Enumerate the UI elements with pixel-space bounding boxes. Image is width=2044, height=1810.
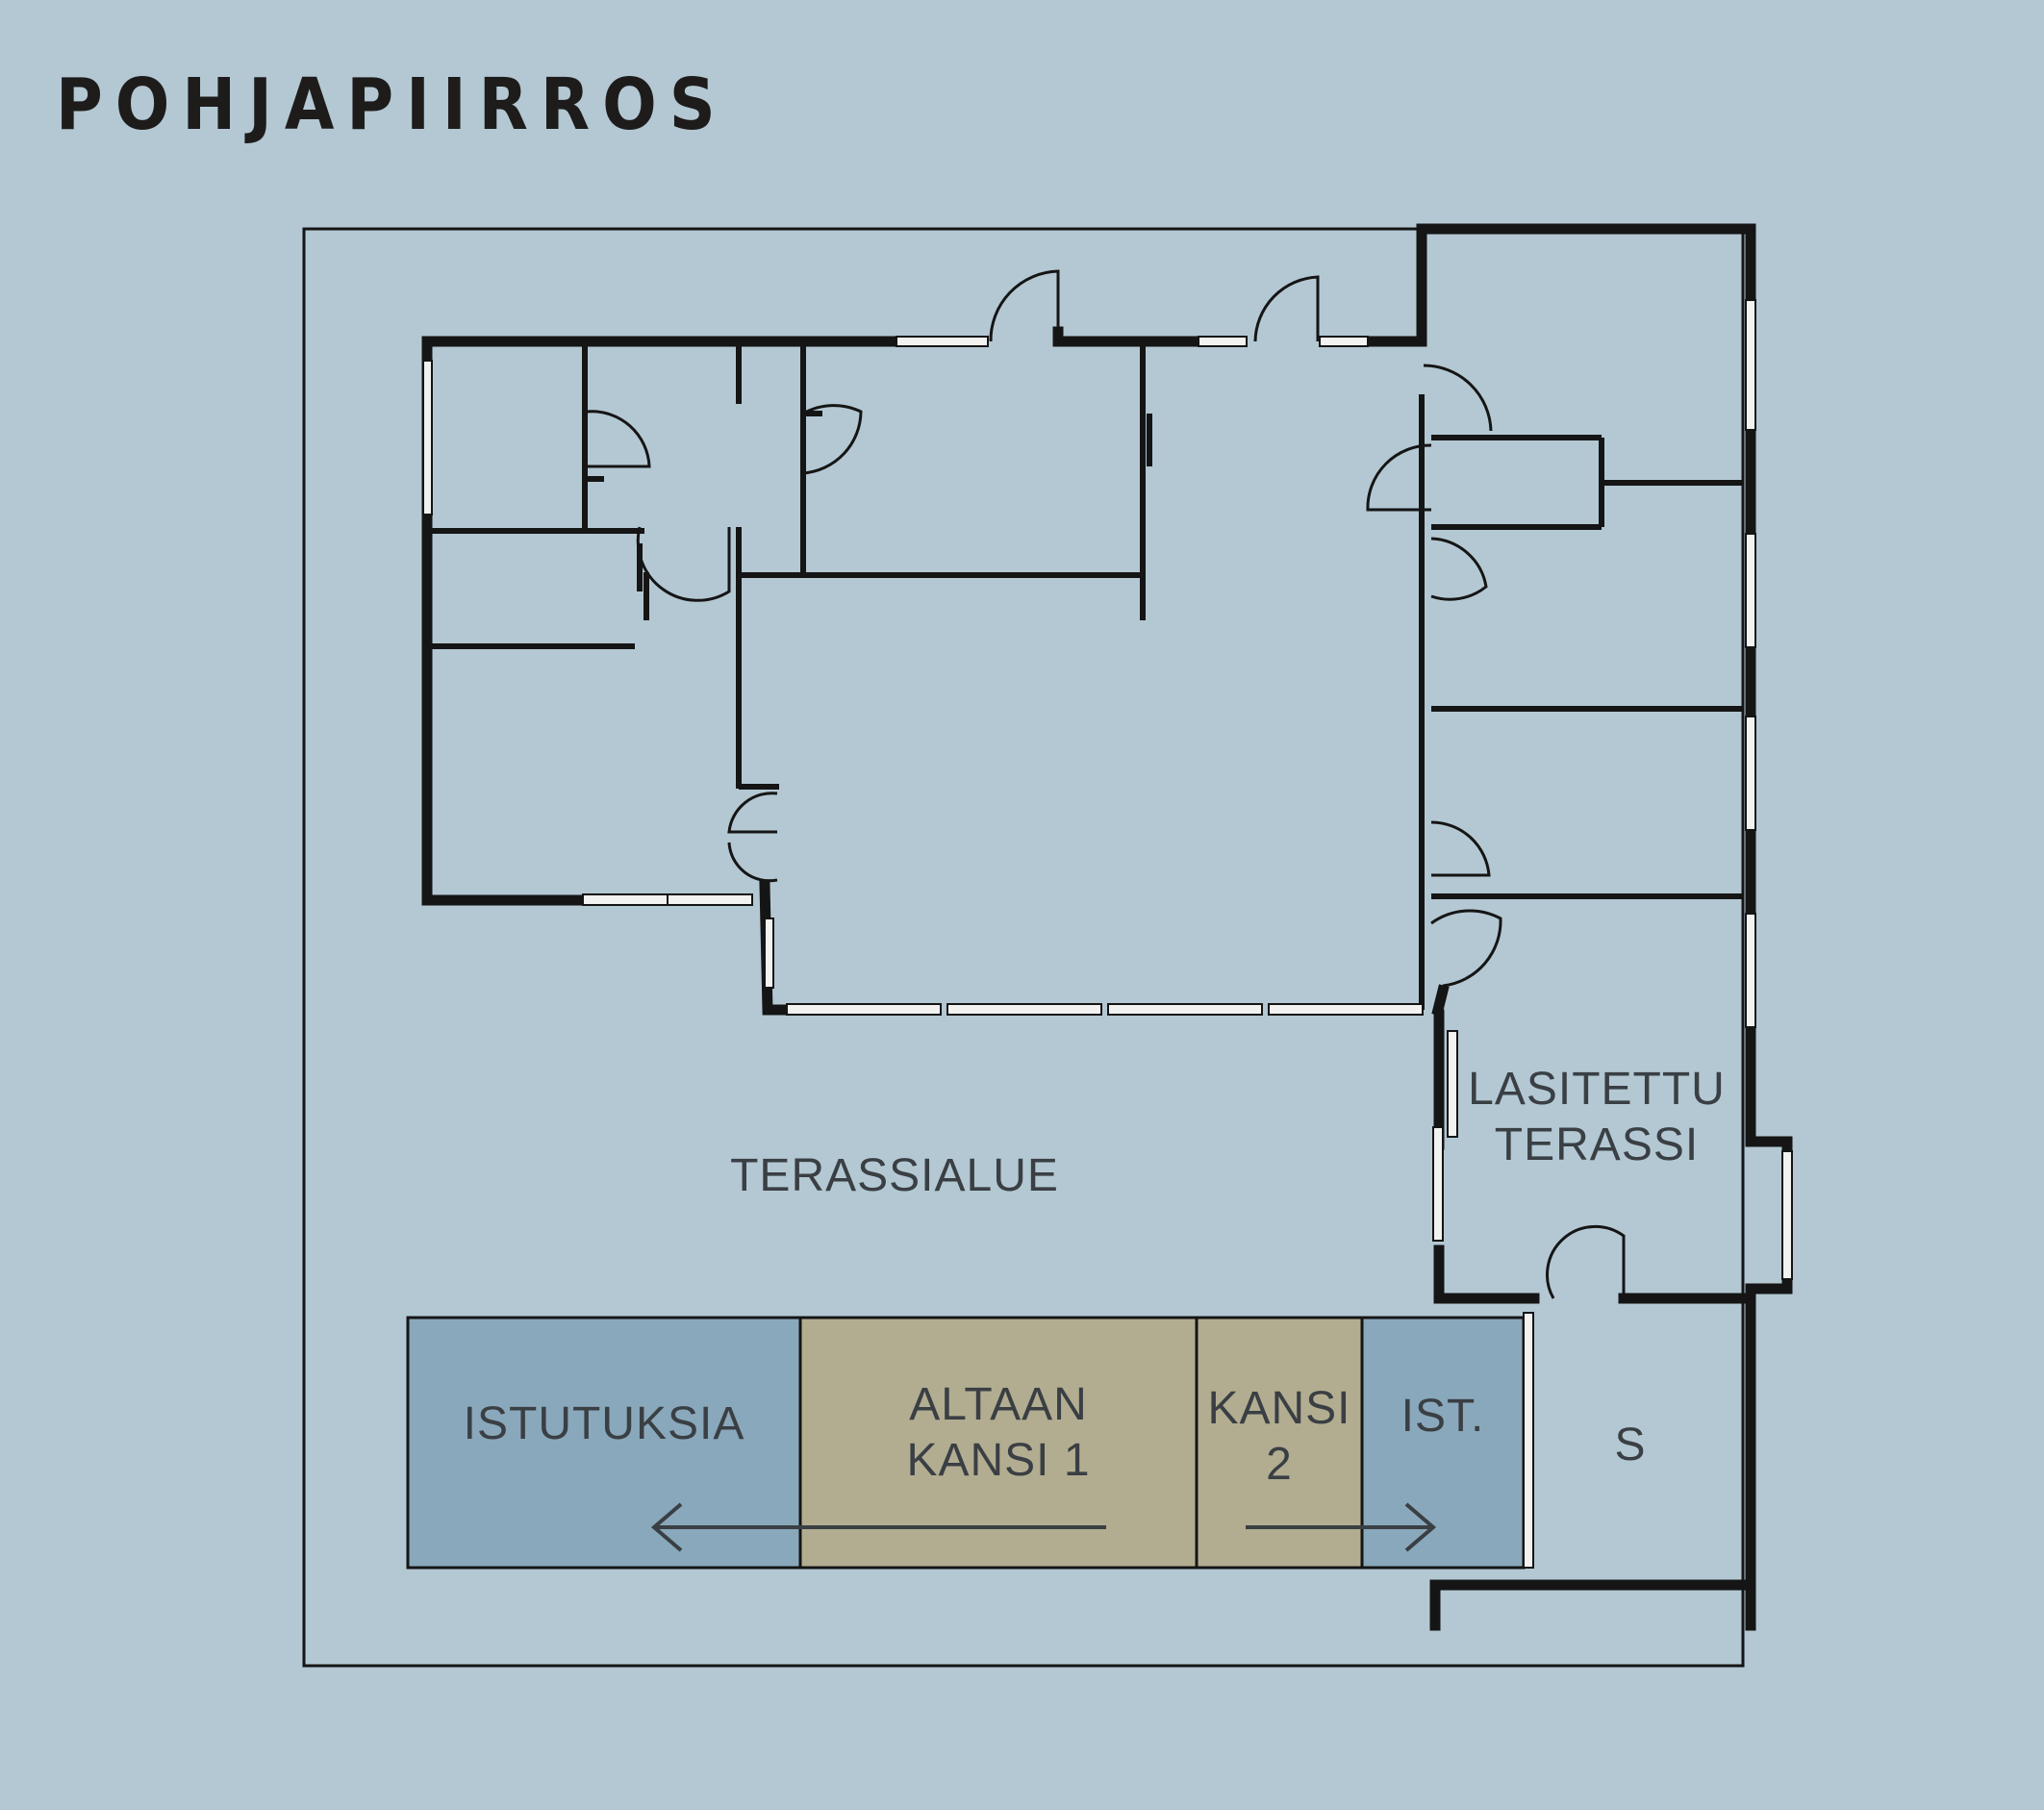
cover-2-label: KANSI 2: [1207, 1383, 1351, 1490]
slide-arrow-right: [1246, 1502, 1437, 1552]
door-swings: [586, 269, 1626, 1299]
terrace-area-label: TERASSIALUE: [730, 1150, 1059, 1201]
glazed-terrace-label: LASITETTU TERASSI: [1468, 1064, 1726, 1170]
plantings-label: ISTUTUKSIA: [463, 1398, 745, 1449]
plantings-short-label: IST.: [1401, 1391, 1485, 1442]
pool-cover-1-label: ALTAAN KANSI 1: [906, 1379, 1091, 1486]
slide-arrow-left: [650, 1502, 1106, 1552]
lot-boundary: [302, 227, 1745, 1668]
windows: [422, 299, 1793, 1569]
sauna-label: S: [1614, 1420, 1647, 1471]
interior-walls: [427, 346, 1743, 1010]
page-title: POHJAPIIRROS: [56, 63, 728, 146]
pool-strip: [406, 1316, 1526, 1570]
